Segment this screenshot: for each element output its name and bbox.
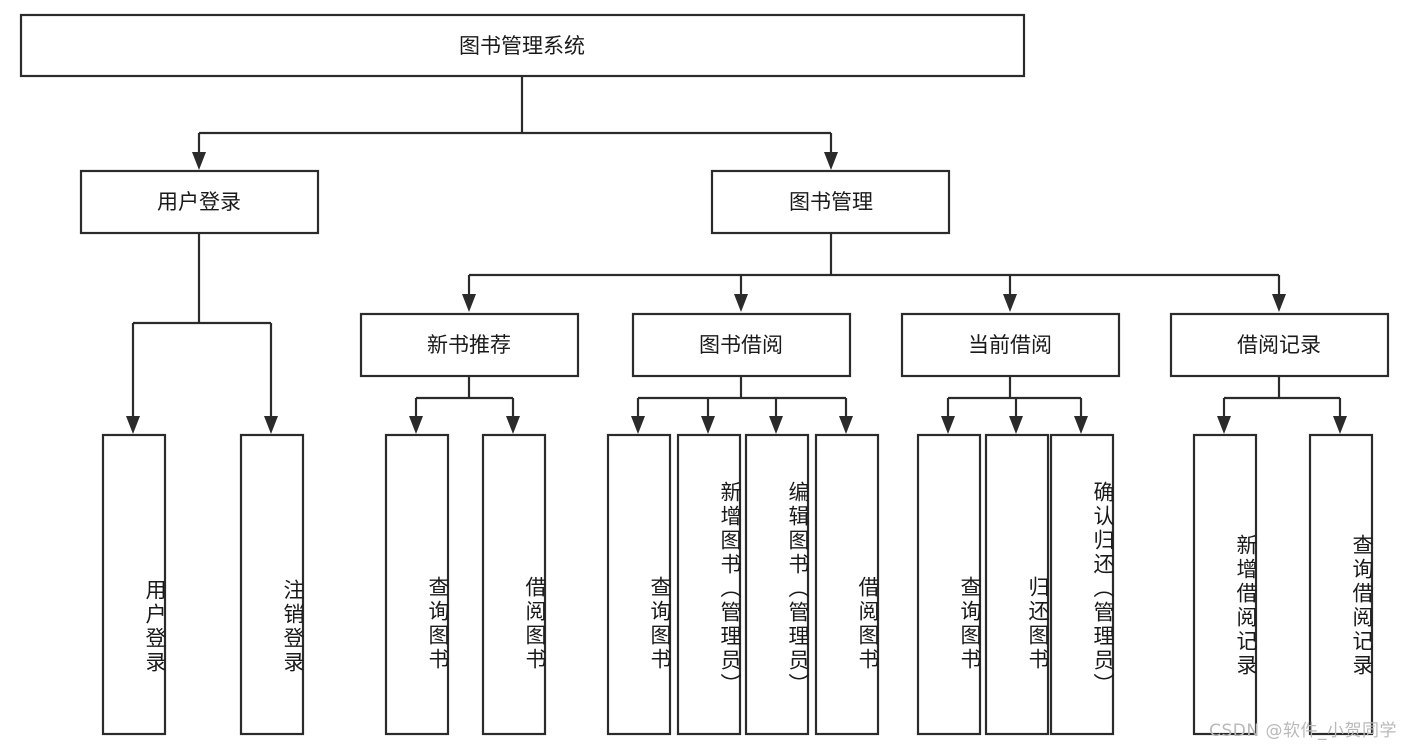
edge-group-borrow-record: [1217, 376, 1347, 434]
arrow-bb-l3-icon: [769, 416, 783, 434]
node-leaf-borrow-book-1-box[interactable]: [481, 433, 547, 736]
edge-group-root: [192, 76, 838, 170]
node-new-book-recommend-box[interactable]: [359, 312, 580, 378]
arrow-new-book-icon: [462, 294, 476, 312]
node-borrow-record-box[interactable]: [1169, 312, 1390, 378]
node-current-borrow-box[interactable]: [900, 312, 1121, 378]
arrow-book-borrow-icon: [734, 294, 748, 312]
node-book-manage-box[interactable]: [710, 169, 951, 235]
node-leaf-query-record-box[interactable]: [1308, 433, 1374, 736]
arrow-current-borrow-icon: [1003, 294, 1017, 312]
node-leaf-add-record-box[interactable]: [1192, 433, 1258, 736]
arrow-to-book-manage-icon: [824, 152, 838, 170]
arrow-cb-l1-icon: [941, 416, 955, 434]
arrow-br-l1-icon: [1217, 416, 1231, 434]
node-book-borrow-label: 图书借阅: [699, 333, 783, 357]
node-user-login[interactable]: 用户登录: [79, 169, 320, 235]
node-current-borrow-label: 当前借阅: [968, 333, 1052, 357]
node-leaf-borrow-book-2-box[interactable]: [814, 433, 880, 736]
node-user-login-box[interactable]: [79, 169, 320, 235]
node-new-book-recommend-label: 新书推荐: [427, 333, 511, 357]
node-root-box[interactable]: [19, 13, 1026, 78]
csdn-watermark: CSDN @软件_小贺同学: [1209, 721, 1397, 741]
arrow-bb-l4-icon: [839, 416, 853, 434]
node-leaf-return-book-box[interactable]: [984, 433, 1050, 736]
arrow-to-user-login-icon: [192, 152, 206, 170]
node-borrow-record[interactable]: 借阅记录: [1169, 312, 1390, 378]
arrow-nbr-l2-icon: [506, 416, 520, 434]
arrow-cb-l3-icon: [1074, 416, 1088, 434]
arrow-br-l2-icon: [1333, 416, 1347, 434]
node-leaf-query-book-3-box[interactable]: [916, 433, 982, 736]
edge-group-new-book-recommend: [409, 376, 520, 434]
node-book-manage[interactable]: 图书管理: [710, 169, 951, 235]
arrow-nbr-l1-icon: [409, 416, 423, 434]
node-leaf-query-book-2-box[interactable]: [606, 433, 672, 736]
node-leaf-user-logout-box[interactable]: [239, 433, 305, 736]
node-user-login-label: 用户登录: [157, 190, 241, 214]
arrow-borrow-record-icon: [1272, 294, 1286, 312]
node-book-manage-label: 图书管理: [789, 190, 873, 214]
node-leaf-user-login-box[interactable]: [101, 433, 167, 736]
edge-group-book-borrow: [631, 376, 853, 434]
arrow-user-login-l1-icon: [126, 416, 140, 434]
arrow-bb-l1-icon: [631, 416, 645, 434]
edge-group-current-borrow: [941, 376, 1088, 434]
node-book-borrow[interactable]: 图书借阅: [631, 312, 852, 378]
node-new-book-recommend[interactable]: 新书推荐: [359, 312, 580, 378]
edge-group-user-login: [126, 233, 278, 434]
node-root-label: 图书管理系统: [459, 34, 585, 58]
arrow-cb-l2-icon: [1009, 416, 1023, 434]
node-current-borrow[interactable]: 当前借阅: [900, 312, 1121, 378]
node-leaf-confirm-return-box[interactable]: [1049, 433, 1115, 736]
node-book-borrow-box[interactable]: [631, 312, 852, 378]
arrow-bb-l2-icon: [701, 416, 715, 434]
node-leaf-edit-book-box[interactable]: [744, 433, 810, 736]
arrow-user-login-l2-icon: [264, 416, 278, 434]
node-borrow-record-label: 借阅记录: [1237, 333, 1321, 357]
node-leaf-query-book-1-box[interactable]: [384, 433, 450, 736]
node-root[interactable]: 图书管理系统: [19, 13, 1026, 78]
edge-group-book-manage: [462, 233, 1286, 312]
node-leaf-add-book-box[interactable]: [676, 433, 742, 736]
